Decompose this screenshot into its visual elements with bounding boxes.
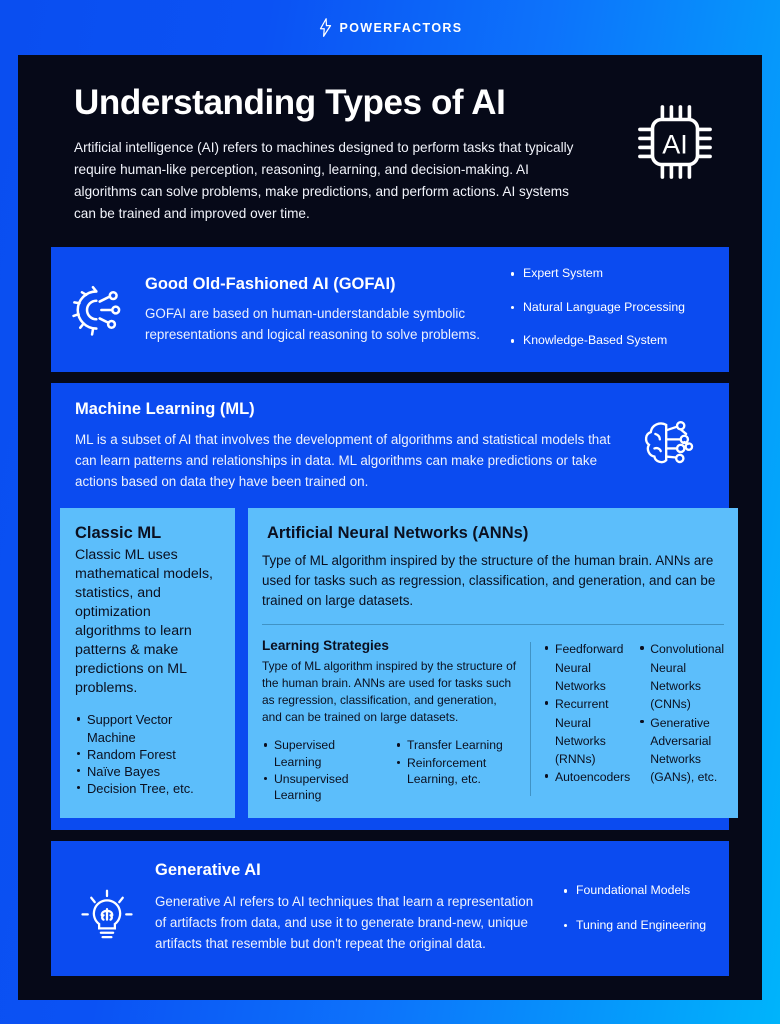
page-title: Understanding Types of AI [74,83,506,122]
machine-learning-title: Machine Learning (ML) [75,400,255,419]
lightbulb-brain-icon [81,889,133,939]
generative-ai-text: Generative AI Generative AI refers to AI… [155,861,535,954]
anns-card: Artificial Neural Networks (ANNs) Type o… [248,508,739,819]
brand-name: POWERFACTORS [339,20,463,35]
machine-learning-description: ML is a subset of AI that involves the d… [75,432,611,490]
machine-learning-subsections: Classic ML Classic ML uses mathematical … [51,508,739,831]
list-item: Tuning and Engineering [563,917,706,934]
network-types-list-right: Convolutional Neural Networks (CNNs) Gen… [638,640,724,804]
list-item: Random Forest [75,746,220,763]
classic-ml-title: Classic ML [75,524,162,543]
anns-description: Type of ML algorithm inspired by the str… [262,553,716,608]
gofai-title: Good Old-Fashioned AI (GOFAI) [145,274,396,293]
learning-strategies-title: Learning Strategies [262,638,389,654]
list-item: Feedforward Neural Networks [543,640,630,695]
gear-circuit-icon [72,285,121,336]
list-item: Knowledge-Based System [510,332,685,349]
anns-lower-section: Learning Strategies Type of ML algorithm… [262,638,724,804]
machine-learning-text: Machine Learning (ML) ML is a subset of … [75,400,629,492]
ai-chip-icon: AI [638,105,712,179]
generative-ai-item-list: Foundational Models Tuning and Engineeri… [563,882,706,951]
machine-learning-card: Machine Learning (ML) ML is a subset of … [51,383,729,509]
list-item: Autoencoders [543,768,630,786]
gofai-card: Good Old-Fashioned AI (GOFAI) GOFAI are … [51,247,729,373]
list-item: Unsupervised Learning [262,771,385,803]
divider [262,624,725,626]
list-item: Recurrent Neural Networks (RNNs) [543,695,630,768]
gofai-item-list: Expert System Natural Language Processin… [510,265,685,349]
classic-ml-item-list: Support Vector Machine Random Forest Naï… [75,711,220,797]
ai-chip-label: AI [662,130,688,160]
list-item: Expert System [510,265,685,282]
learning-strategies-description: Type of ML algorithm inspired by the str… [262,659,517,724]
learning-strategies-list-right: Transfer Learning Reinforcement Learning… [395,737,518,804]
gofai-text: Good Old-Fashioned AI (GOFAI) GOFAI are … [145,275,480,345]
brand-bar: POWERFACTORS [0,0,780,55]
generative-ai-description: Generative AI refers to AI techniques th… [155,894,534,952]
classic-ml-card: Classic ML Classic ML uses mathematical … [60,508,235,819]
list-item: Supervised Learning [262,737,385,769]
classic-ml-description: Classic ML uses mathematical models, sta… [75,547,213,697]
list-item: Decision Tree, etc. [75,780,220,797]
hero-section: Understanding Types of AI Artificial int… [36,55,744,247]
list-item: Naïve Bayes [75,763,220,780]
brain-circuit-icon [644,421,694,464]
network-types-block: Feedforward Neural Networks Recurrent Ne… [543,638,724,804]
list-item: Transfer Learning [395,737,518,753]
list-item: Natural Language Processing [510,299,685,316]
hero-text: Understanding Types of AI Artificial int… [74,83,630,225]
vertical-divider [530,642,531,797]
list-item: Convolutional Neural Networks (CNNs) [638,640,724,713]
generative-ai-card: Generative AI Generative AI refers to AI… [51,841,729,977]
learning-strategies-block: Learning Strategies Type of ML algorithm… [262,638,530,804]
gofai-description: GOFAI are based on human-understandable … [145,305,480,342]
list-item: Reinforcement Learning, etc. [395,755,518,787]
network-types-list-left: Feedforward Neural Networks Recurrent Ne… [543,640,630,804]
generative-ai-title: Generative AI [155,861,261,880]
anns-title: Artificial Neural Networks (ANNs) [267,524,529,543]
infographic-board: Understanding Types of AI Artificial int… [18,55,762,1000]
hero-description: Artificial intelligence (AI) refers to m… [74,140,574,222]
lightning-bolt-icon [319,18,331,37]
learning-strategies-lists: Supervised Learning Unsupervised Learnin… [262,737,518,804]
list-item: Foundational Models [563,882,706,899]
list-item: Generative Adversarial Networks (GANs), … [638,714,724,787]
list-item: Support Vector Machine [75,711,220,745]
learning-strategies-list-left: Supervised Learning Unsupervised Learnin… [262,737,385,804]
